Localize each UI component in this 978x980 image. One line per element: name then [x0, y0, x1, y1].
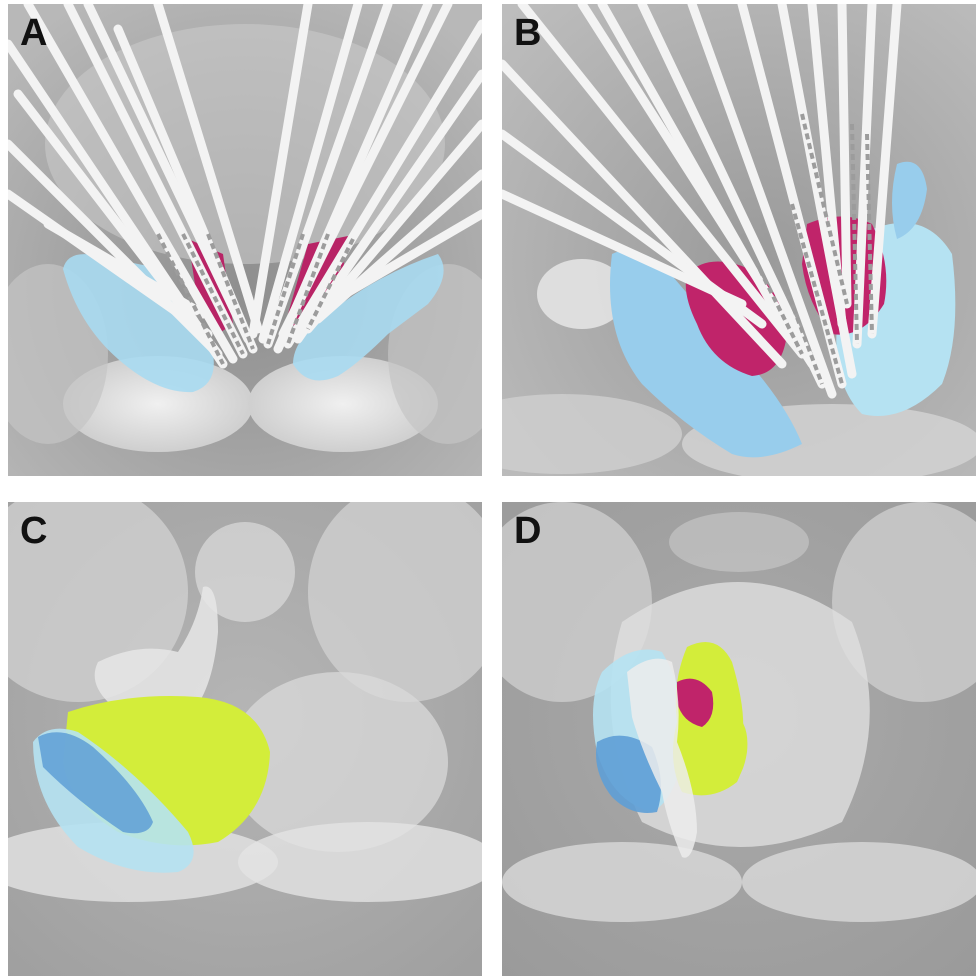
mri-lower-right — [238, 822, 482, 902]
mri-bright-region — [537, 259, 627, 329]
mri-bottom-left — [502, 394, 682, 474]
mri-lower-left — [502, 842, 742, 922]
structure-blue-upper — [892, 161, 927, 239]
mri-lower-right — [742, 842, 976, 922]
structure-blue — [610, 250, 802, 458]
structure-blue — [596, 735, 661, 813]
structure-blue — [38, 732, 153, 834]
structure-yellow-green-lower — [708, 712, 748, 792]
panel-c-render — [8, 502, 482, 976]
panel-label-c: C — [20, 510, 48, 552]
mri-upper-center — [195, 522, 295, 622]
panel-d-render — [502, 502, 976, 976]
mri-upper-right — [832, 502, 976, 702]
panel-b: B — [502, 4, 976, 476]
panel-c: C — [8, 502, 482, 976]
structure-blue-left — [63, 254, 214, 393]
panel-a-render — [8, 4, 482, 476]
mri-center-right — [228, 672, 448, 852]
panel-label-d: D — [514, 510, 542, 552]
panel-b-render — [502, 4, 976, 476]
electrode-contacts-b — [740, 113, 874, 385]
electrode-bundle-right — [248, 4, 482, 354]
panel-a: A — [8, 4, 482, 476]
structure-blue-right — [293, 254, 444, 381]
panel-label-b: B — [514, 12, 542, 54]
structure-white-translucent — [627, 658, 697, 858]
structure-magenta-right — [288, 236, 348, 334]
mri-upper-left — [502, 502, 652, 702]
panel-d: D — [502, 502, 976, 976]
electrode-contacts-a — [156, 233, 355, 365]
structure-magenta — [677, 678, 714, 727]
mri-lobe-right — [248, 356, 438, 452]
mri-top-center — [669, 512, 809, 572]
mri-upper-right — [308, 502, 482, 702]
panel-label-a: A — [20, 12, 48, 54]
structure-white-translucent — [94, 586, 218, 718]
